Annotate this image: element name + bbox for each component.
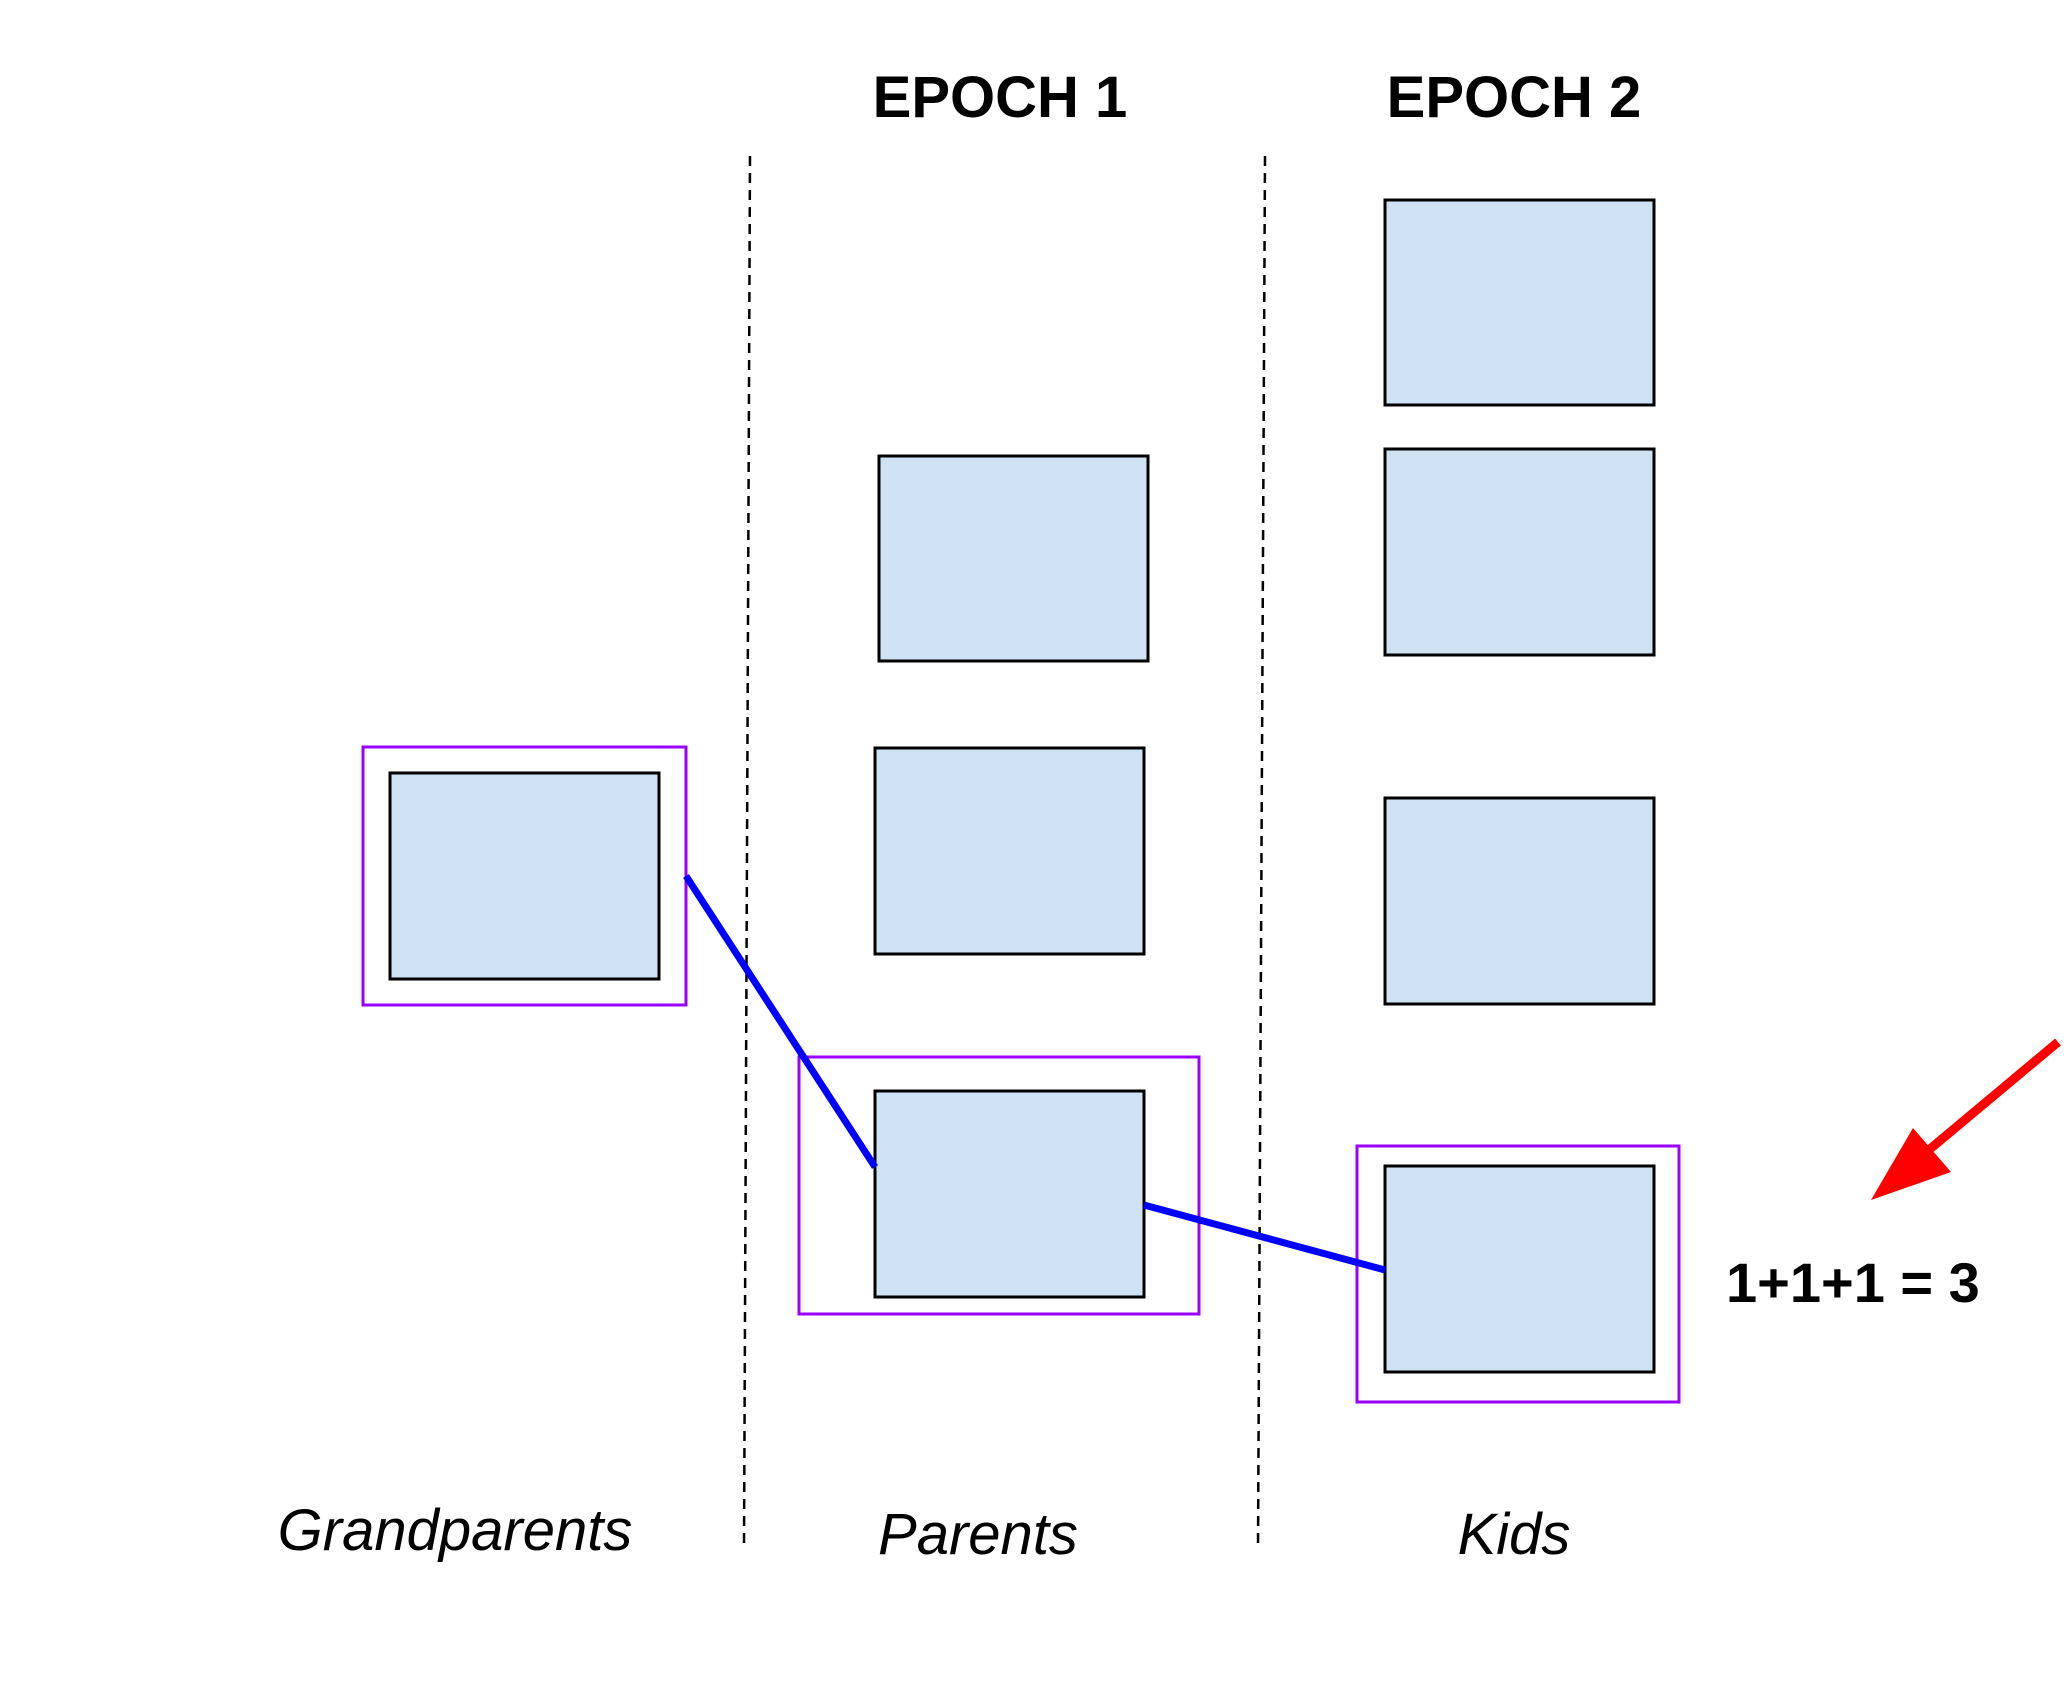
parent-to-kid-link: [1143, 1201, 1386, 1274]
epoch-1-heading: EPOCH 1: [873, 65, 1128, 130]
divider-parents-kids: [1256, 155, 1267, 1549]
parent-node-1: [877, 454, 1150, 663]
equation-label: 1+1+1 = 3: [1726, 1251, 1980, 1314]
epoch-2-heading: EPOCH 2: [1387, 65, 1642, 130]
parent-highlight: [797, 1055, 1201, 1316]
parent-node-2: [873, 746, 1146, 956]
grandparent-to-parent-link: [683, 874, 878, 1169]
red-arrow-icon: [1871, 1038, 2061, 1200]
kid-highlight: [1355, 1144, 1681, 1404]
grandparent-node: [388, 771, 661, 981]
kid-node-1: [1383, 198, 1656, 407]
parents-caption: Parents: [878, 1502, 1078, 1567]
kid-node-2: [1383, 447, 1656, 657]
kid-node-4: [1383, 1164, 1656, 1374]
kid-node-3: [1383, 796, 1656, 1006]
grandparents-caption: Grandparents: [278, 1498, 633, 1563]
kids-caption: Kids: [1458, 1502, 1571, 1567]
parent-node-3: [873, 1089, 1146, 1299]
divider-grandparents-parents: [742, 155, 752, 1549]
